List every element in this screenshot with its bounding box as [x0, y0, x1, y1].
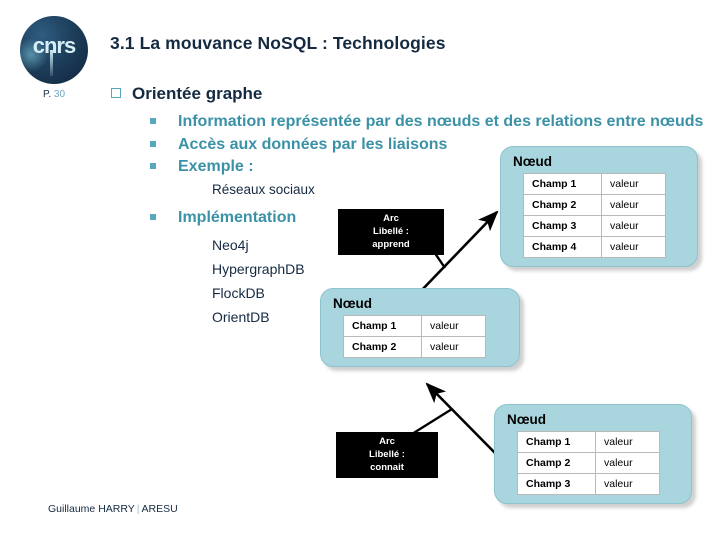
node-box: Nœud Champ 1 valeur Champ 2 valeur — [320, 288, 520, 367]
small-square-bullet-icon — [150, 213, 156, 220]
bullet-exemple-label: Exemple : — [178, 158, 254, 175]
table-row: Champ 1 valeur — [523, 173, 666, 195]
field-name: Champ 2 — [517, 452, 596, 474]
arc-label-box: Arc Libellé : connait — [336, 432, 438, 478]
field-name: Champ 2 — [343, 336, 422, 358]
node-title: Nœud — [333, 296, 372, 311]
logo-stroke — [50, 50, 53, 76]
footer-separator: | — [136, 503, 140, 515]
bullet-implementation: Implémentation — [144, 207, 710, 230]
list-item: HypergraphDB — [212, 261, 305, 277]
cnrs-logo-icon: cnrs — [20, 16, 88, 84]
example-text: Réseaux sociaux — [212, 181, 315, 197]
footer-org: ARESU — [141, 503, 178, 515]
node-box: Nœud Champ 1 valeur Champ 2 valeur Champ… — [500, 146, 698, 267]
arc-label-caption: Libellé : — [373, 226, 409, 237]
list-item: Neo4j — [212, 237, 249, 253]
bullet-information-label: Information représentée par des nœuds et… — [178, 113, 704, 130]
page-number-value: 30 — [53, 89, 66, 100]
bullet-level1-orientee-graphe: Orientée graphe — [110, 83, 710, 105]
table-row: Champ 1 valeur — [343, 315, 486, 337]
field-name: Champ 4 — [523, 236, 602, 258]
node-title: Nœud — [513, 154, 552, 169]
small-square-bullet-icon — [150, 118, 156, 124]
bullet-acces-donnees: Accès aux données par les liaisons — [144, 134, 710, 157]
node-fields-table: Champ 1 valeur Champ 2 valeur — [343, 315, 486, 358]
logo-wordmark: cnrs — [32, 33, 76, 58]
arc-title: Arc — [379, 436, 395, 447]
node-fields-table: Champ 1 valeur Champ 2 valeur Champ 3 va… — [523, 173, 666, 258]
page-number: P. 30 — [16, 89, 92, 100]
footer-author: Guillaume HARRY — [48, 503, 135, 515]
arc-title: Arc — [383, 213, 399, 224]
field-value: valeur — [421, 336, 486, 358]
arc-label-value: apprend — [372, 239, 410, 250]
bullet-information: Information représentée par des nœuds et… — [144, 111, 710, 134]
bullet-list: Orientée graphe Information représentée … — [110, 83, 710, 329]
small-square-bullet-icon — [150, 140, 156, 147]
square-bullet-icon — [111, 88, 121, 98]
field-value: valeur — [595, 473, 660, 495]
bullet-implementation-label: Implémentation — [178, 208, 297, 226]
node-title: Nœud — [507, 412, 546, 427]
field-name: Champ 2 — [523, 194, 602, 216]
table-row: Champ 3 valeur — [523, 215, 666, 237]
list-item: FlockDB — [212, 285, 265, 301]
table-row: Champ 2 valeur — [343, 336, 486, 358]
field-value: valeur — [595, 452, 660, 474]
table-row: Champ 2 valeur — [517, 452, 660, 474]
field-value: valeur — [601, 194, 666, 216]
table-row: Champ 2 valeur — [523, 194, 666, 216]
arc-label-box: Arc Libellé : apprend — [338, 209, 444, 255]
footer: Guillaume HARRY|ARESU — [48, 503, 178, 515]
page-label: P. — [42, 89, 52, 100]
list-item: OrientDB — [212, 309, 270, 325]
bullet-level1-label: Orientée graphe — [132, 84, 263, 103]
node-box: Nœud Champ 1 valeur Champ 2 valeur Champ… — [494, 404, 692, 504]
table-row: Champ 1 valeur — [517, 431, 660, 453]
small-square-bullet-icon — [150, 163, 156, 169]
arc-label-caption: Libellé : — [369, 449, 405, 460]
implementation-list: Neo4j HypergraphDB FlockDB OrientDB — [212, 233, 710, 329]
field-value: valeur — [601, 236, 666, 258]
logo-block: cnrs P. 30 — [16, 16, 92, 100]
field-name: Champ 3 — [517, 473, 596, 495]
field-value: valeur — [601, 215, 666, 237]
arc-label-value: connait — [370, 462, 404, 473]
node-fields-table: Champ 1 valeur Champ 2 valeur Champ 3 va… — [517, 431, 660, 495]
field-value: valeur — [601, 173, 666, 195]
bullet-acces-donnees-label: Accès aux données par les liaisons — [178, 135, 448, 153]
field-value: valeur — [595, 431, 660, 453]
page-title: 3.1 La mouvance NoSQL : Technologies — [110, 33, 446, 53]
table-row: Champ 3 valeur — [517, 473, 660, 495]
table-row: Champ 4 valeur — [523, 236, 666, 258]
field-name: Champ 1 — [343, 315, 422, 337]
field-name: Champ 1 — [523, 173, 602, 195]
bullet-exemple: Exemple : — [144, 156, 710, 179]
field-name: Champ 1 — [517, 431, 596, 453]
logo-glow — [20, 38, 48, 72]
field-name: Champ 3 — [523, 215, 602, 237]
field-value: valeur — [421, 315, 486, 337]
